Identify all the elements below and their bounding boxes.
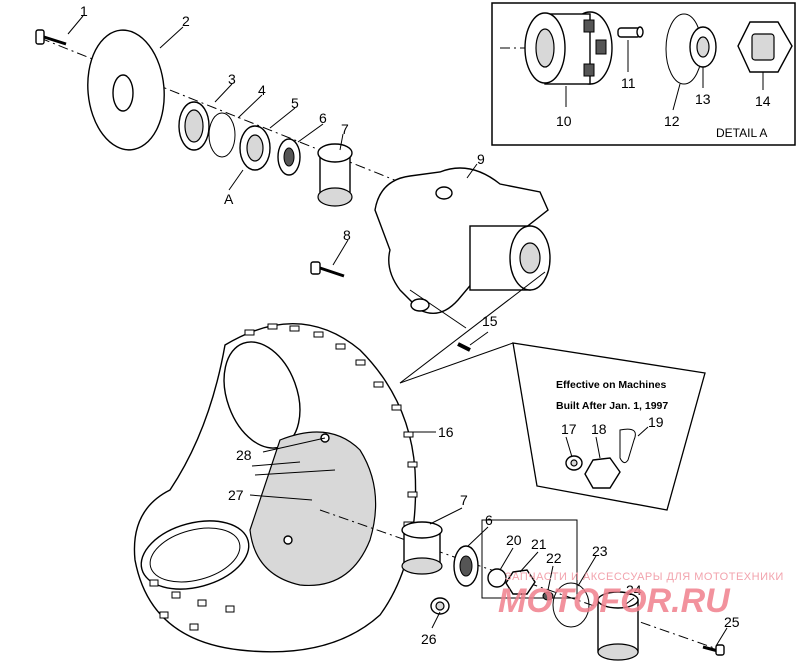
watermark-brand: MOTOFOR.RU [498,582,731,620]
part-6-bearing-race [277,138,301,176]
part-26-valve-stem [430,597,450,615]
watermark-tagline: ЗАПЧАСТИ И АКСЕССУАРЫ ДЛЯ МОТОТЕХНИКИ [505,571,784,583]
part-2-brake-disc [87,29,165,151]
part-10-drive-hub [500,11,613,85]
callout-12: 12 [664,113,680,129]
callout-17: 17 [561,421,577,437]
callout-5: 5 [291,95,299,111]
part-9-hub-carrier [374,167,551,314]
callout-15: 15 [482,313,498,329]
part-1-bolt [35,29,67,46]
callout-23: 23 [592,543,608,559]
callout-26: 26 [421,631,437,647]
parts-group-frame [481,519,578,599]
part-5-bearing [239,125,271,171]
part-13-bushing [689,26,717,68]
callout-6b: 6 [485,512,493,528]
callout-8: 8 [343,227,351,243]
callout-4: 4 [258,82,266,98]
callout-1: 1 [80,3,88,19]
callout-9: 9 [477,151,485,167]
callout-19: 19 [648,414,664,430]
callout-24: 24 [626,582,642,598]
callout-7b: 7 [460,492,468,508]
callout-14: 14 [755,93,771,109]
callout-27: 27 [228,487,244,503]
part-25-bolt [702,644,725,656]
part-19-cotter-pin [619,428,636,464]
callout-21: 21 [531,536,547,552]
callout-3: 3 [228,71,236,87]
callout-20: 20 [506,532,522,548]
part-4-ring [208,112,236,158]
part-15-stud [457,342,471,352]
callout-18: 18 [591,421,607,437]
part-18-castle-nut [584,457,621,489]
part-23-o-ring [552,582,590,628]
part-7-bearing-cup [317,143,353,207]
callout-2: 2 [182,13,190,29]
callout-7: 7 [341,121,349,137]
callout-6: 6 [319,110,327,126]
callout-25: 25 [724,614,740,630]
note-line-1: Effective on Machines [556,379,666,391]
part-22-cotter-pin [542,591,554,601]
part-6b-bearing [453,545,479,587]
part-11-pin [617,26,644,38]
note-frame [512,342,706,511]
part-7b-bearing-cup [401,521,443,575]
detail-a-frame [491,2,796,146]
callout-A: A [224,191,234,207]
note-line-2: Built After Jan. 1, 1997 [556,400,668,412]
callout-13: 13 [695,91,711,107]
part-14-hex-nut [737,21,793,73]
part-20-washer [487,568,507,588]
part-17-washer [565,455,583,471]
callout-11: 11 [621,75,636,91]
callout-22: 22 [546,550,562,566]
part-21-nut [505,569,536,595]
callout-28: 28 [236,447,252,463]
part-8-bolt [310,261,345,278]
callout-10: 10 [556,113,572,129]
part-24-hub-cap [597,591,639,661]
part-3-seal [178,101,210,151]
callout-16: 16 [438,424,454,440]
detail-a-label: DETAIL A [716,126,767,140]
